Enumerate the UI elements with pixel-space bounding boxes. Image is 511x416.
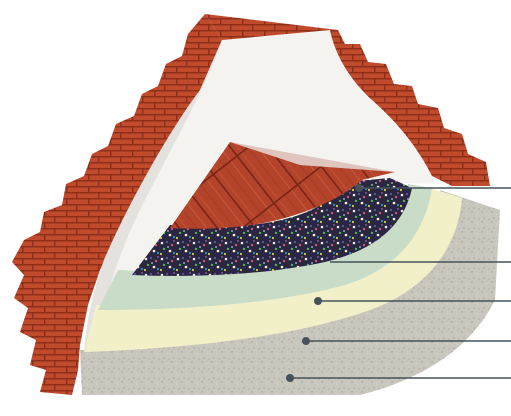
callout-concrete	[286, 374, 511, 382]
green-layer	[98, 184, 432, 310]
cream-layer	[84, 188, 462, 352]
callout-green	[314, 297, 511, 305]
callout-cream	[302, 337, 511, 345]
plaster-wall	[83, 30, 437, 380]
callout-wood	[355, 184, 511, 192]
wood-layer	[170, 142, 395, 229]
granulate-layer	[132, 178, 412, 276]
callout-leaders	[286, 184, 511, 382]
